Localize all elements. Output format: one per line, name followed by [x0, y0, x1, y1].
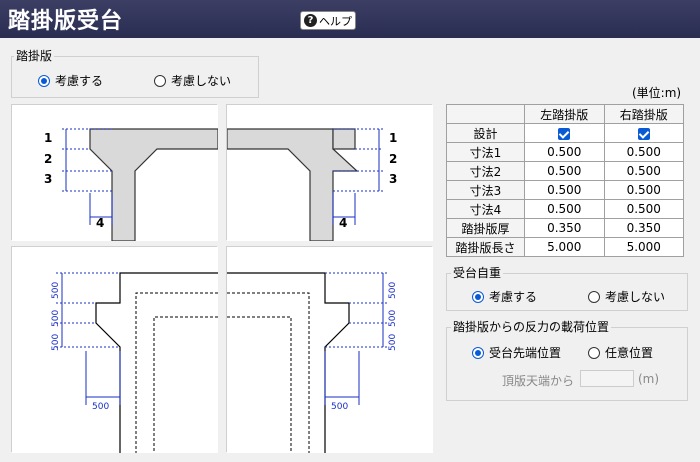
row-label: 寸法2 — [446, 161, 525, 181]
top-slab-offset-input[interactable] — [580, 370, 634, 387]
dim-4-label: 4 — [96, 216, 104, 230]
diagram-top-left: 1 2 3 4 — [11, 104, 218, 241]
diagram-bottom-right: 500 500 500 500 — [226, 246, 433, 453]
self-weight-group — [446, 273, 688, 311]
dim-1-label: 1 — [389, 131, 397, 145]
row-label: 寸法1 — [446, 142, 525, 162]
value-cell[interactable]: 0.350 — [603, 218, 684, 238]
dim-500-label: 500 — [51, 310, 61, 327]
table-header-row: 左踏掛版 右踏掛版 — [446, 104, 684, 124]
table-row: 寸法3 0.500 0.500 — [446, 180, 684, 200]
unit-label: (単位:m) — [632, 86, 682, 100]
self-weight-consider-radio[interactable]: 考慮する — [472, 288, 537, 305]
diagram-bottom-left: 500 500 500 500 — [11, 246, 218, 453]
self-weight-ignore-radio[interactable]: 考慮しない — [588, 288, 665, 305]
table-row: 踏掛版厚 0.350 0.350 — [446, 218, 684, 238]
value-cell[interactable]: 0.500 — [603, 142, 684, 162]
load-position-group — [446, 327, 688, 401]
value-cell[interactable]: 0.500 — [524, 199, 605, 219]
value-cell[interactable]: 0.500 — [524, 161, 605, 181]
table-row: 設計 — [446, 123, 684, 143]
dim-500-label: 500 — [92, 402, 109, 412]
design-right-checkbox[interactable] — [637, 127, 650, 140]
help-button[interactable]: ? ヘルプ — [300, 11, 356, 30]
load-tip-position-radio[interactable]: 受台先端位置 — [472, 344, 561, 361]
value-cell[interactable]: 0.500 — [524, 180, 605, 200]
diagram-top-right: 1 2 3 4 — [226, 104, 433, 241]
dim-4-label: 4 — [339, 216, 347, 230]
dim-500-label: 500 — [331, 402, 348, 412]
radio-label: 考慮しない — [171, 74, 232, 88]
row-label: 寸法4 — [446, 199, 525, 219]
dim-500-label: 500 — [388, 310, 398, 327]
radio-dot — [472, 290, 484, 303]
radio-label: 受台先端位置 — [489, 346, 562, 360]
value-cell[interactable]: 0.350 — [524, 218, 605, 238]
value-cell[interactable]: 5.000 — [524, 237, 605, 257]
help-icon: ? — [304, 14, 317, 27]
window-title: 踏掛版受台 — [8, 9, 124, 34]
approach-slab-consider-radio[interactable]: 考慮する — [38, 72, 103, 89]
dim-500-label: 500 — [51, 334, 61, 351]
approach-slab-ignore-radio[interactable]: 考慮しない — [154, 72, 231, 89]
load-position-label: 踏掛版からの反力の載荷位置 — [451, 318, 612, 335]
design-right-cell[interactable] — [603, 123, 684, 143]
abutment-drawing-top-left: 1 2 3 4 — [12, 105, 218, 241]
table-row: 寸法1 0.500 0.500 — [446, 142, 684, 162]
help-label: ヘルプ — [319, 14, 352, 28]
dim-500-label: 500 — [388, 282, 398, 299]
radio-label: 任意位置 — [605, 346, 654, 360]
radio-label: 考慮する — [55, 74, 104, 88]
table-row: 寸法4 0.500 0.500 — [446, 199, 684, 219]
radio-dot — [472, 346, 484, 359]
section-drawing-bottom-right: 500 500 500 500 — [227, 247, 433, 453]
dim-2-label: 2 — [389, 152, 397, 166]
table-row: 踏掛版長さ 5.000 5.000 — [446, 237, 684, 257]
dim-1-label: 1 — [44, 131, 52, 145]
radio-dot — [588, 346, 600, 359]
value-cell[interactable]: 0.500 — [603, 199, 684, 219]
slab-dimension-table: 左踏掛版 右踏掛版 設計 寸法1 0.500 0.500 寸法2 0.500 0… — [446, 104, 684, 257]
top-slab-offset-unit: (m) — [638, 372, 660, 386]
value-cell[interactable]: 5.000 — [603, 237, 684, 257]
value-cell[interactable]: 0.500 — [524, 142, 605, 162]
row-label: 寸法3 — [446, 180, 525, 200]
dim-500-label: 500 — [388, 334, 398, 351]
section-drawing-bottom-left: 500 500 500 500 — [12, 247, 218, 453]
radio-dot — [38, 74, 50, 87]
radio-label: 考慮する — [489, 290, 538, 304]
table-header-left: 左踏掛版 — [524, 104, 605, 124]
value-cell[interactable]: 0.500 — [603, 161, 684, 181]
self-weight-label: 受台自重 — [451, 264, 504, 281]
abutment-drawing-top-right: 1 2 3 4 — [227, 105, 433, 241]
row-label: 設計 — [446, 123, 525, 143]
row-label: 踏掛版長さ — [446, 237, 525, 257]
design-left-cell[interactable] — [524, 123, 605, 143]
title-bar: 踏掛版受台 ? ヘルプ — [0, 0, 700, 38]
table-header-corner — [446, 104, 525, 124]
radio-dot — [154, 74, 166, 87]
dim-500-label: 500 — [51, 282, 61, 299]
dim-3-label: 3 — [389, 172, 397, 186]
radio-label: 考慮しない — [605, 290, 666, 304]
radio-dot — [588, 290, 600, 303]
design-left-checkbox[interactable] — [558, 127, 571, 140]
value-cell[interactable]: 0.500 — [603, 180, 684, 200]
table-header-right: 右踏掛版 — [603, 104, 684, 124]
row-label: 踏掛版厚 — [446, 218, 525, 238]
load-arbitrary-position-radio[interactable]: 任意位置 — [588, 344, 653, 361]
table-row: 寸法2 0.500 0.500 — [446, 161, 684, 181]
dim-2-label: 2 — [44, 152, 52, 166]
dim-3-label: 3 — [44, 172, 52, 186]
approach-slab-label: 踏掛版 — [14, 47, 55, 64]
top-slab-offset-label: 頂版天端から — [502, 374, 575, 388]
